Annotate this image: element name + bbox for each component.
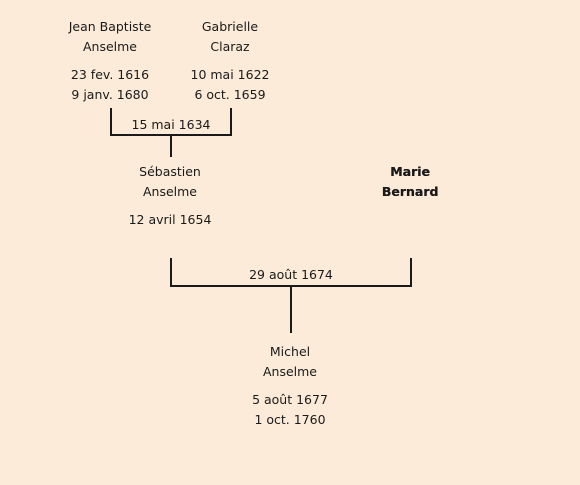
person-michel-anselme: Michel Anselme 5 août 1677 1 oct. 1760 bbox=[200, 342, 380, 430]
person-name-last: Anselme bbox=[82, 39, 138, 54]
birth-date: 10 mai 1622 bbox=[190, 67, 270, 82]
person-dates: 12 avril 1654 bbox=[80, 210, 260, 230]
person-name-first: Sébastien bbox=[139, 164, 201, 179]
marriage-line-left bbox=[110, 108, 112, 136]
person-gabrielle-claraz: Gabrielle Claraz 10 mai 1622 6 oct. 1659 bbox=[140, 17, 320, 105]
marriage-date-1674: 29 août 1674 bbox=[249, 267, 333, 282]
person-name-first: Jean Baptiste bbox=[68, 19, 152, 34]
marriage-line-left bbox=[170, 258, 172, 287]
descent-line bbox=[170, 136, 172, 157]
marriage-date-1634: 15 mai 1634 bbox=[131, 117, 211, 132]
birth-date: 23 fev. 1616 bbox=[70, 67, 150, 82]
person-dates: 10 mai 1622 6 oct. 1659 bbox=[140, 65, 320, 105]
marriage-line-horizontal bbox=[110, 134, 232, 136]
death-date: 6 oct. 1659 bbox=[194, 87, 266, 102]
person-name-last: Claraz bbox=[210, 39, 250, 54]
birth-date: 5 août 1677 bbox=[252, 392, 328, 407]
marriage-line-horizontal bbox=[170, 285, 412, 287]
person-marie-bernard: Marie Bernard bbox=[320, 162, 500, 202]
descent-line bbox=[290, 287, 292, 333]
person-name-first: Gabrielle bbox=[201, 19, 259, 34]
person-name-first: Michel bbox=[269, 344, 311, 359]
person-dates: 5 août 1677 1 oct. 1760 bbox=[200, 390, 380, 430]
death-date: 1 oct. 1760 bbox=[254, 412, 326, 427]
person-name-first: Marie bbox=[390, 164, 430, 179]
person-dates: 23 fev. 1616 9 janv. 1680 bbox=[20, 65, 200, 105]
death-date: 9 janv. 1680 bbox=[71, 87, 149, 102]
person-name-last: Anselme bbox=[142, 184, 198, 199]
person-name-last: Anselme bbox=[262, 364, 318, 379]
person-name-last: Bernard bbox=[381, 184, 439, 199]
birth-date: 12 avril 1654 bbox=[128, 212, 212, 227]
person-jean-baptiste-anselme: Jean Baptiste Anselme 23 fev. 1616 9 jan… bbox=[20, 17, 200, 105]
marriage-line-right bbox=[410, 258, 412, 287]
marriage-line-right bbox=[230, 108, 232, 136]
person-sebastien-anselme: Sébastien Anselme 12 avril 1654 bbox=[80, 162, 260, 230]
